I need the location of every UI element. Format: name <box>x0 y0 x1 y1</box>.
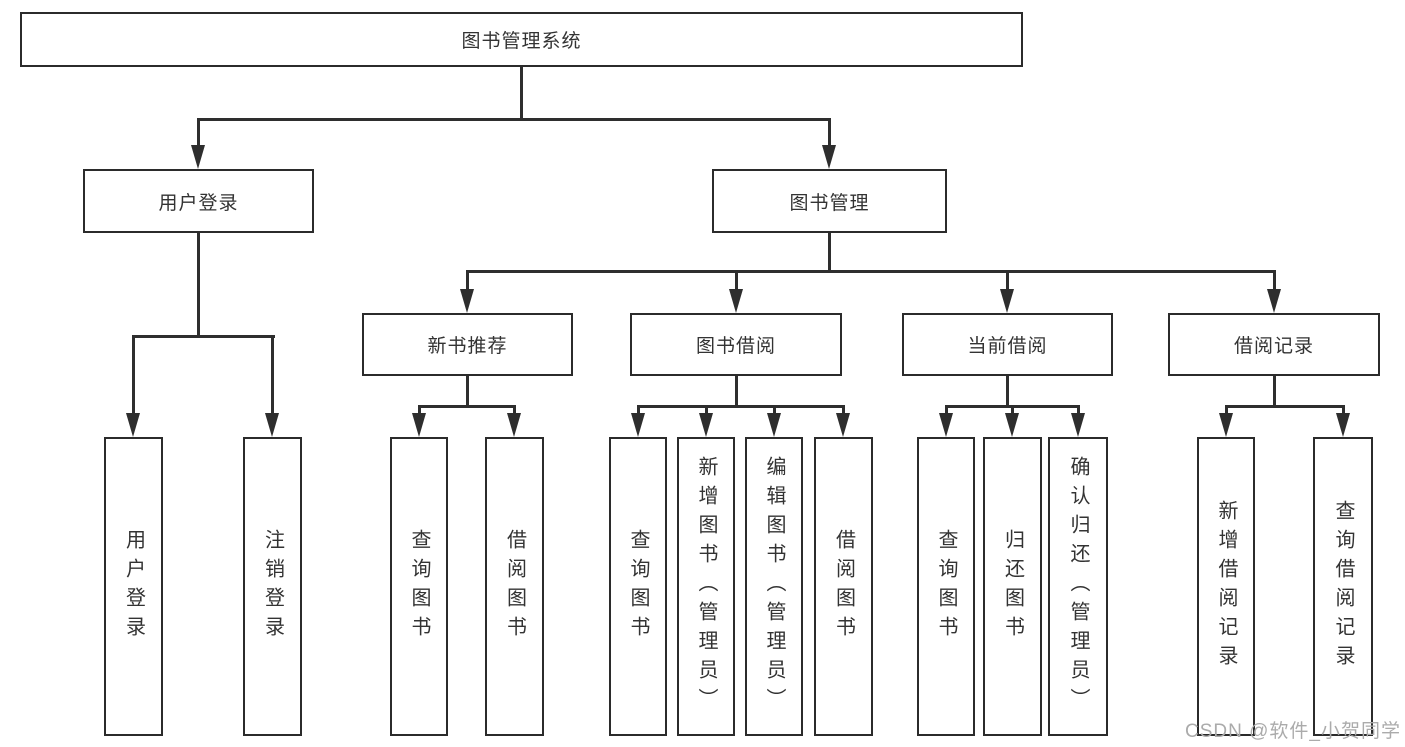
node-book-mgmt-branch: 图书管理 <box>712 169 947 233</box>
node-leaf-logout-label: 注销登录 <box>261 528 284 645</box>
node-rcd-query-record-label: 查询借阅记录 <box>1332 499 1354 674</box>
connector-line <box>196 117 831 121</box>
node-new-book-rec: 新书推荐 <box>362 313 573 376</box>
connector-line <box>1006 270 1009 291</box>
connector-arrowhead <box>265 413 279 437</box>
connector-arrowhead <box>507 413 521 437</box>
connector-line <box>466 270 469 291</box>
connector-arrowhead <box>1335 413 1350 437</box>
connector-line <box>271 335 274 415</box>
connector-arrowhead <box>836 413 850 437</box>
node-rec-query-book-label: 查询图书 <box>408 528 430 645</box>
node-bor-query-book: 查询图书 <box>609 437 667 736</box>
node-rec-borrow-book-label: 借阅图书 <box>503 528 526 645</box>
node-cur-return-book: 归还图书 <box>983 437 1042 736</box>
node-book-borrow: 图书借阅 <box>630 313 842 376</box>
connector-line <box>132 334 275 338</box>
node-bor-query-book-label: 查询图书 <box>627 528 649 645</box>
connector-arrowhead <box>821 145 836 169</box>
connector-line <box>196 233 200 337</box>
node-cur-confirm-return: 确认归还（管理员） <box>1048 437 1108 736</box>
connector-arrowhead <box>411 413 426 437</box>
node-current-borrow-label: 当前借阅 <box>967 336 1048 357</box>
node-borrow-record: 借阅记录 <box>1168 313 1380 376</box>
connector-line <box>1076 405 1080 415</box>
node-rec-borrow-book: 借阅图书 <box>485 437 544 736</box>
connector-arrowhead <box>460 289 474 313</box>
node-bor-add-book: 新增图书（管理员） <box>677 437 735 736</box>
connector-line <box>1224 405 1228 415</box>
node-rcd-add-record-label: 新增借阅记录 <box>1215 499 1237 674</box>
node-rec-query-book: 查询图书 <box>390 437 448 736</box>
node-bor-edit-book-label: 编辑图书（管理员） <box>763 456 785 717</box>
connector-arrowhead <box>1266 289 1281 313</box>
connector-line <box>827 233 831 272</box>
node-borrow-record-label: 借阅记录 <box>1233 336 1314 357</box>
node-user-login-branch-label: 用户登录 <box>158 192 239 214</box>
connector-line <box>1006 376 1009 406</box>
connector-line <box>636 404 845 408</box>
node-current-borrow: 当前借阅 <box>902 313 1113 376</box>
node-rcd-add-record: 新增借阅记录 <box>1197 437 1255 736</box>
connector-line <box>1341 405 1345 415</box>
node-rcd-query-record: 查询借阅记录 <box>1313 437 1373 736</box>
connector-line <box>1272 270 1276 291</box>
connector-line <box>734 270 738 291</box>
watermark-text: CSDN @软件_小贺同学 <box>1185 721 1401 742</box>
connector-line <box>1224 404 1345 408</box>
connector-arrowhead <box>126 413 140 437</box>
connector-arrowhead <box>698 413 713 437</box>
node-cur-return-book-label: 归还图书 <box>1001 528 1024 645</box>
connector-line <box>132 335 135 415</box>
connector-arrowhead <box>728 289 743 313</box>
connector-line <box>417 405 421 415</box>
connector-arrowhead <box>1218 413 1233 437</box>
connector-line <box>636 405 640 415</box>
connector-line <box>466 269 1276 273</box>
connector-line <box>1272 376 1276 406</box>
connector-line <box>944 405 948 415</box>
connector-arrowhead <box>1070 413 1085 437</box>
node-leaf-user-login-label: 用户登录 <box>122 528 145 645</box>
connector-arrowhead <box>1000 289 1014 313</box>
node-bor-borrow-book-label: 借阅图书 <box>832 528 855 645</box>
node-book-mgmt-branch-label: 图书管理 <box>789 192 870 214</box>
node-bor-add-book-label: 新增图书（管理员） <box>695 456 717 717</box>
node-user-login-branch: 用户登录 <box>83 169 314 233</box>
connector-arrowhead <box>1005 413 1019 437</box>
connector-line <box>513 405 516 415</box>
connector-line <box>520 67 523 119</box>
connector-line <box>827 118 831 146</box>
node-root-label: 图书管理系统 <box>461 31 582 52</box>
node-cur-confirm-return-label: 确认归还（管理员） <box>1067 456 1089 717</box>
node-book-borrow-label: 图书借阅 <box>695 336 776 357</box>
connector-line <box>1011 405 1014 415</box>
connector-line <box>734 376 738 406</box>
connector-line <box>772 405 776 415</box>
node-bor-edit-book: 编辑图书（管理员） <box>745 437 803 736</box>
connector-arrowhead <box>190 145 205 169</box>
connector-line <box>196 118 200 146</box>
node-new-book-rec-label: 新书推荐 <box>427 336 508 357</box>
node-cur-query-book: 查询图书 <box>917 437 975 736</box>
connector-line <box>417 404 516 408</box>
node-cur-query-book-label: 查询图书 <box>935 528 957 645</box>
connector-line <box>842 405 845 415</box>
connector-arrowhead <box>630 413 645 437</box>
node-leaf-logout: 注销登录 <box>243 437 302 736</box>
node-bor-borrow-book: 借阅图书 <box>814 437 873 736</box>
connector-line <box>704 405 708 415</box>
connector-line <box>466 376 469 406</box>
node-leaf-user-login: 用户登录 <box>104 437 163 736</box>
connector-arrowhead <box>938 413 953 437</box>
connector-arrowhead <box>766 413 781 437</box>
node-root: 图书管理系统 <box>20 12 1023 67</box>
